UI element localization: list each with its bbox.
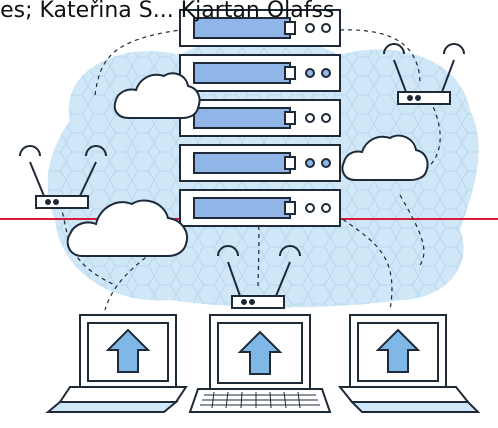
cloud-icon [113, 72, 201, 119]
upload-arrow-icon [237, 330, 283, 375]
wifi-router-icon [19, 145, 107, 209]
wifi-router-icon [383, 43, 465, 105]
upload-arrow-icon [105, 328, 151, 373]
cloud-icon [66, 199, 188, 257]
wifi-router-icon [217, 245, 301, 309]
server-rack-icon [179, 9, 341, 227]
caption-text: ies; Kateřina Š... Kjartan Ólafss [0, 0, 335, 23]
upload-arrow-icon [375, 328, 421, 373]
cloud-icon [341, 134, 429, 181]
laptop-keyboard [200, 391, 320, 409]
